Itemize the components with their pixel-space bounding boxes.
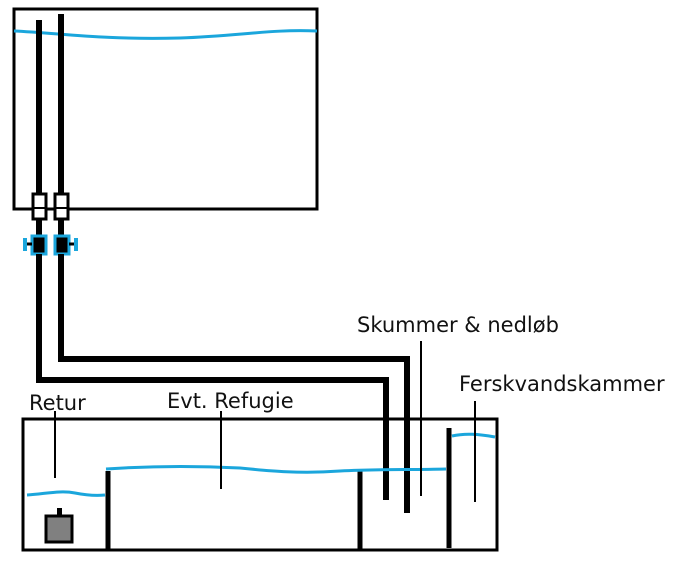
label-return: Retur bbox=[29, 391, 86, 415]
label-freshwater: Ferskvandskammer bbox=[459, 372, 665, 396]
pipe-right-to-sump bbox=[58, 254, 410, 513]
water-line-return bbox=[26, 490, 106, 497]
return-pump bbox=[44, 508, 74, 544]
label-refugium: Evt. Refugie bbox=[167, 389, 294, 413]
bulkhead-right bbox=[53, 192, 70, 221]
display-tank bbox=[12, 7, 319, 211]
water-line-freshwater bbox=[451, 432, 496, 439]
label-skimmer: Skummer & nedløb bbox=[357, 313, 559, 337]
bulkhead-left bbox=[31, 192, 48, 221]
display-tank-water-line bbox=[13, 29, 318, 40]
sump bbox=[21, 417, 499, 552]
water-line-main bbox=[105, 465, 447, 474]
pipe-left-to-sump bbox=[36, 254, 389, 500]
valve-right bbox=[53, 234, 78, 256]
valve-left bbox=[23, 234, 48, 256]
